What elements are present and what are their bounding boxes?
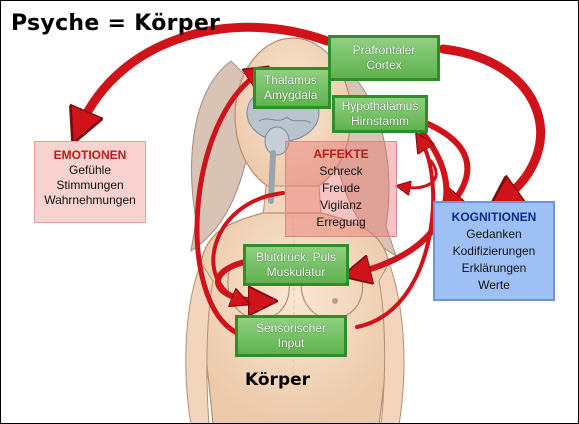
- emotionen-item: Gefühle: [35, 163, 145, 178]
- box-line: Blutdruck, Puls: [256, 250, 336, 265]
- slide-title: Psyche = Körper: [11, 11, 220, 36]
- body-label: Körper: [245, 370, 310, 390]
- affekte-item: Freude: [286, 180, 396, 197]
- kognitionen-item: Gedanken: [435, 226, 553, 243]
- box-line: Thalamus: [264, 73, 317, 88]
- box-praefrontaler-cortex: Präfrontaler Cortex: [328, 35, 440, 81]
- kognitionen-item: Erklärungen: [435, 260, 553, 277]
- box-blutdruck-muskulatur: Blutdruck, Puls Muskulatur: [243, 244, 349, 286]
- box-line: Input: [278, 336, 305, 351]
- box-line: Amygdala: [264, 88, 317, 103]
- box-kognitionen: KOGNITIONEN Gedanken Kodifizierungen Erk…: [433, 201, 555, 301]
- box-affekte: AFFEKTE Schreck Freude Vigilanz Erregung: [285, 141, 397, 237]
- kognitionen-heading: KOGNITIONEN: [435, 209, 553, 226]
- box-hypothalamus-hirnstamm: Hypothalamus Hirnstamm: [332, 95, 428, 133]
- emotionen-heading: EMOTIONEN: [35, 148, 145, 163]
- affekte-item: Schreck: [286, 163, 396, 180]
- box-line: Präfrontaler: [353, 43, 416, 58]
- emotionen-item: Stimmungen: [35, 178, 145, 193]
- box-line: Cortex: [366, 58, 401, 73]
- affekte-item: Erregung: [286, 214, 396, 231]
- box-thalamus-amygdala: Thalamus Amygdala: [253, 67, 331, 109]
- affekte-heading: AFFEKTE: [286, 146, 396, 163]
- kognitionen-item: Kodifizierungen: [435, 243, 553, 260]
- box-line: Sensorischer: [256, 321, 326, 336]
- affekte-item: Vigilanz: [286, 197, 396, 214]
- box-line: Hirnstamm: [351, 114, 409, 129]
- box-line: Muskulatur: [267, 265, 326, 280]
- box-line: Hypothalamus: [342, 99, 419, 114]
- emotionen-item: Wahrnehmungen: [35, 193, 145, 208]
- box-sensorischer-input: Sensorischer Input: [235, 315, 347, 357]
- kognitionen-item: Werte: [435, 277, 553, 294]
- box-emotionen: EMOTIONEN Gefühle Stimmungen Wahrnehmung…: [34, 141, 146, 223]
